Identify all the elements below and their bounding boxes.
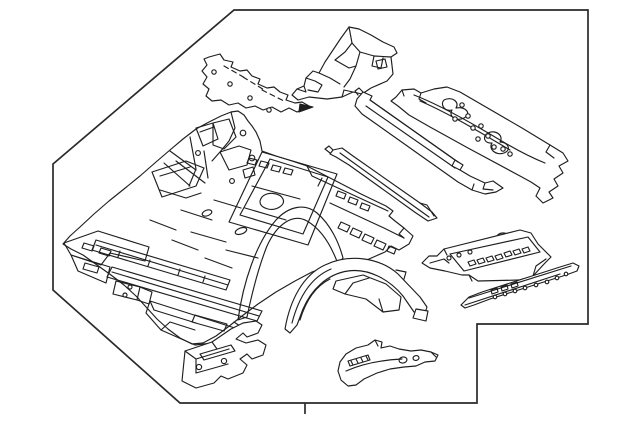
part-tower-bracket <box>291 26 398 101</box>
part-sill-reinforcement-strip <box>324 145 438 222</box>
part-slotted-support-tray <box>421 229 552 282</box>
diagram-frame <box>52 9 589 404</box>
part-wheelhouse-liner <box>284 257 429 334</box>
part-rocker-sill-strip <box>460 262 580 309</box>
part-corner-bracket <box>181 320 267 389</box>
part-side-rail <box>354 87 504 195</box>
part-curved-rail-bracket <box>337 339 439 387</box>
parts-layer <box>62 26 580 389</box>
part-crossmember-brace <box>201 53 314 113</box>
part-rear-crossmember-panel <box>390 86 569 204</box>
part-floor-pan-main <box>62 110 414 346</box>
